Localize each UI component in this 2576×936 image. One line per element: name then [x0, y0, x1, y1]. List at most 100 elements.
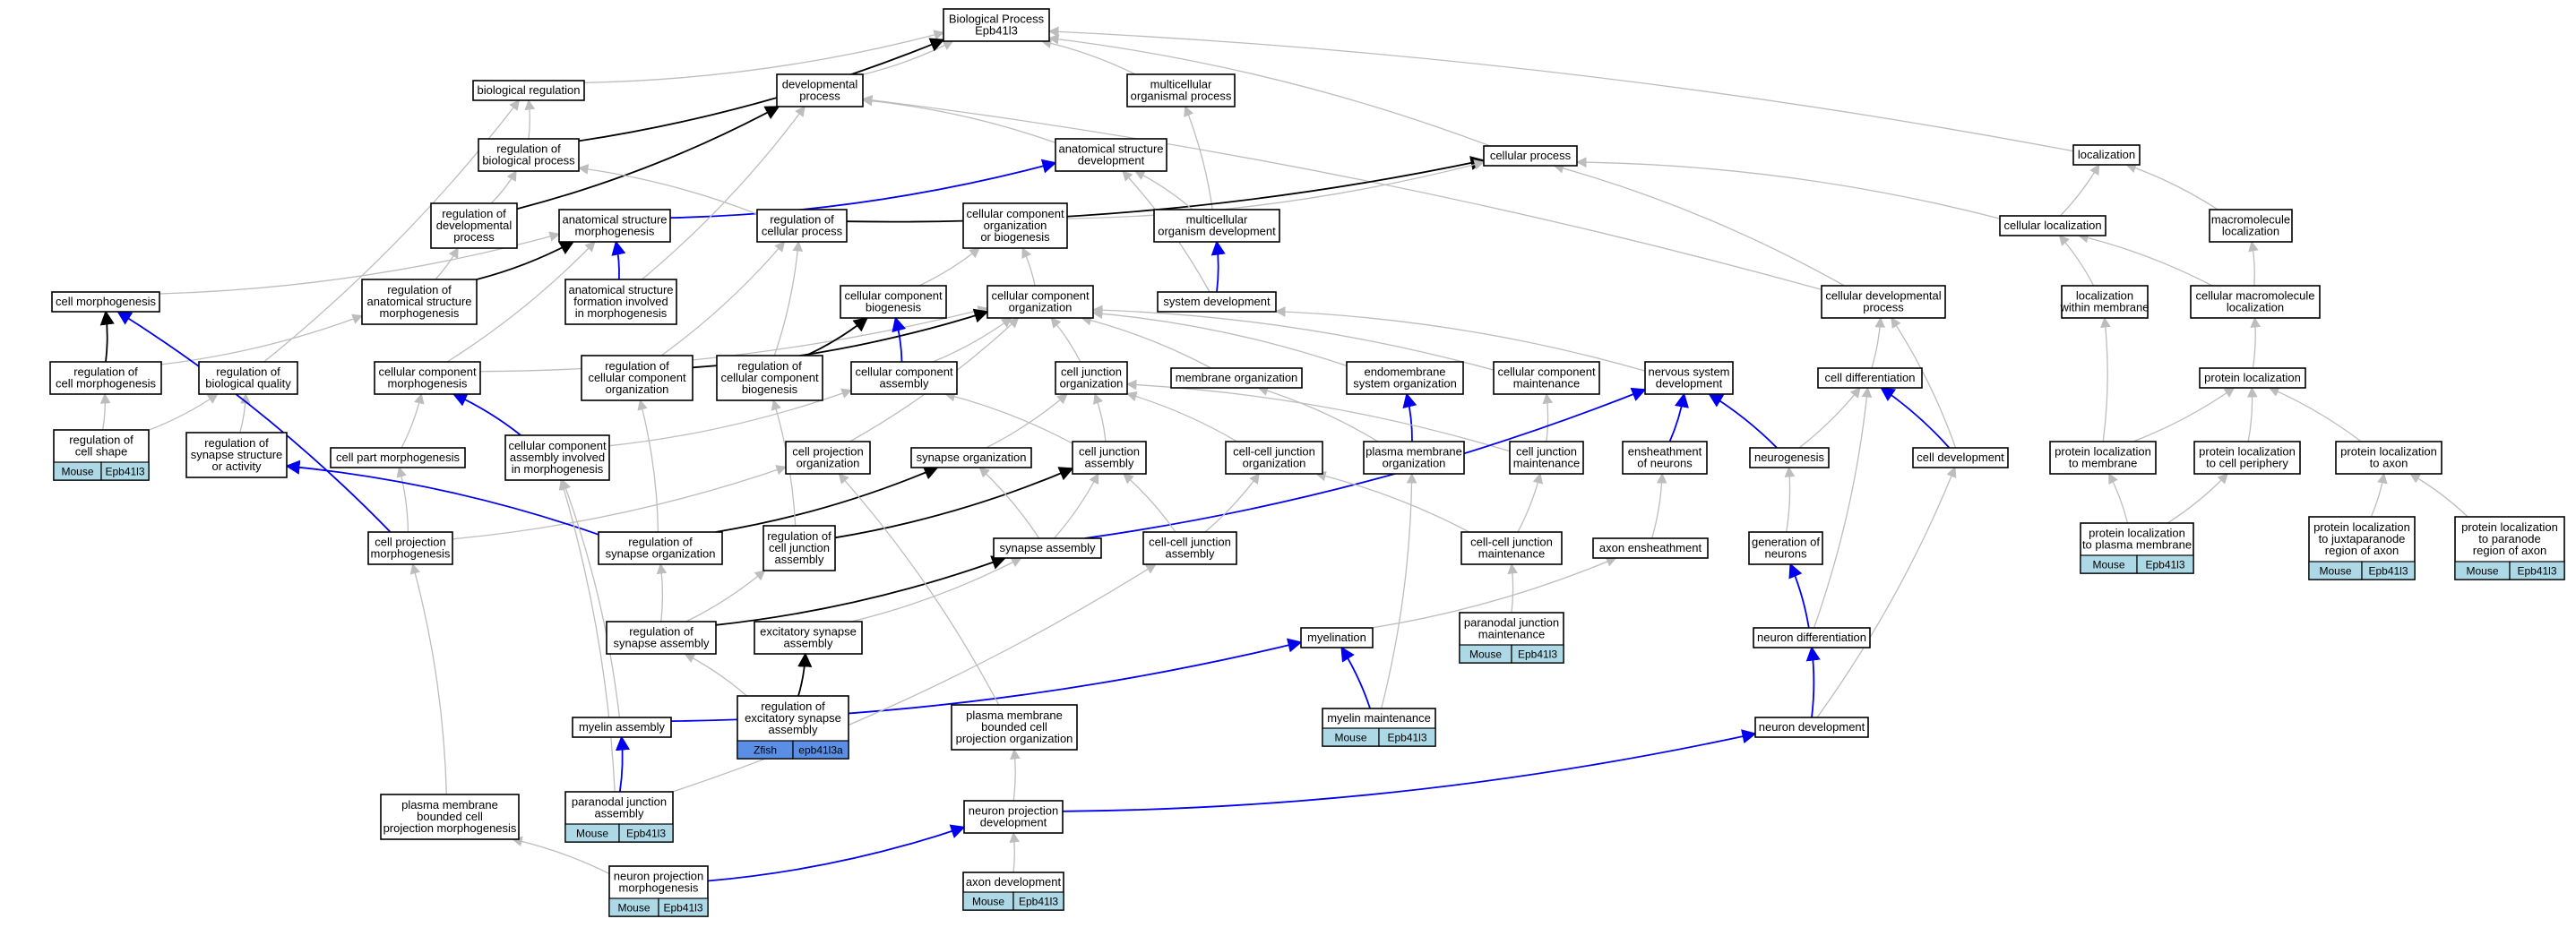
term-box[interactable]: [2190, 285, 2321, 319]
term-box[interactable]: [361, 279, 478, 325]
term-box[interactable]: [367, 531, 453, 565]
term-box[interactable]: [430, 202, 518, 249]
term-box[interactable]: [993, 537, 1102, 559]
term-box[interactable]: [49, 361, 162, 395]
term-box[interactable]: [754, 621, 863, 655]
term-box[interactable]: [1225, 441, 1323, 475]
term-box[interactable]: [2199, 367, 2306, 389]
term-node-neuron-differentiation[interactable]: neuron differentiation: [1753, 627, 1871, 648]
term-node-myelin-assembly[interactable]: myelin assembly: [572, 717, 672, 738]
term-box[interactable]: [840, 285, 947, 319]
term-box[interactable]: [1153, 209, 1280, 243]
term-box[interactable]: [756, 209, 848, 243]
term-box[interactable]: [1999, 215, 2106, 236]
term-box[interactable]: [1509, 441, 1584, 475]
term-box[interactable]: [716, 355, 823, 401]
term-box[interactable]: [910, 447, 1032, 468]
term-box[interactable]: [1912, 447, 2009, 468]
term-box[interactable]: [1753, 627, 1871, 648]
term-node-neuron-development[interactable]: neuron development: [1754, 717, 1869, 738]
term-box[interactable]: [1493, 361, 1600, 395]
term-box[interactable]: [951, 704, 1078, 751]
term-box[interactable]: [2072, 144, 2141, 166]
term-box[interactable]: [2049, 441, 2157, 475]
term-node-biological-regulation[interactable]: biological regulation: [472, 80, 585, 101]
term-box[interactable]: [2193, 441, 2301, 475]
term-node-axon-ensheathment[interactable]: axon ensheathment: [1592, 537, 1709, 559]
term-box[interactable]: [850, 361, 958, 395]
term-box[interactable]: [1592, 537, 1709, 559]
term-node-cell-morphogenesis[interactable]: cell morphogenesis: [51, 291, 160, 313]
term-box[interactable]: [1821, 285, 1946, 319]
term-box[interactable]: [1126, 73, 1236, 107]
term-node-synapse-assembly[interactable]: synapse assembly: [993, 537, 1102, 559]
term-box[interactable]: [2061, 285, 2149, 319]
term-box[interactable]: [1300, 627, 1374, 648]
term-box[interactable]: [986, 285, 1094, 319]
term-node-cellular-process[interactable]: cellular process: [1483, 145, 1578, 167]
term-box[interactable]: [564, 279, 677, 325]
term-box[interactable]: [1748, 531, 1823, 565]
term-box[interactable]: [762, 525, 836, 571]
term-node-system-development[interactable]: system development: [1157, 291, 1277, 313]
term-node-cell-differentiation[interactable]: cell differentiation: [1817, 367, 1923, 389]
term-box[interactable]: [1072, 441, 1147, 475]
term-box[interactable]: [330, 447, 466, 468]
term-box[interactable]: [785, 441, 871, 475]
term-box[interactable]: [1749, 447, 1830, 468]
term-box[interactable]: [2335, 441, 2442, 475]
term-box[interactable]: [1754, 717, 1869, 738]
term-box[interactable]: [776, 73, 864, 107]
term-box[interactable]: [374, 361, 481, 395]
term-box[interactable]: [504, 434, 610, 481]
term-box[interactable]: [380, 794, 520, 840]
term-box[interactable]: [1346, 361, 1464, 395]
term-box[interactable]: [1460, 531, 1563, 565]
term-box[interactable]: [943, 8, 1050, 42]
term-box[interactable]: [472, 80, 585, 101]
term-node-localization[interactable]: localization: [2072, 144, 2141, 166]
